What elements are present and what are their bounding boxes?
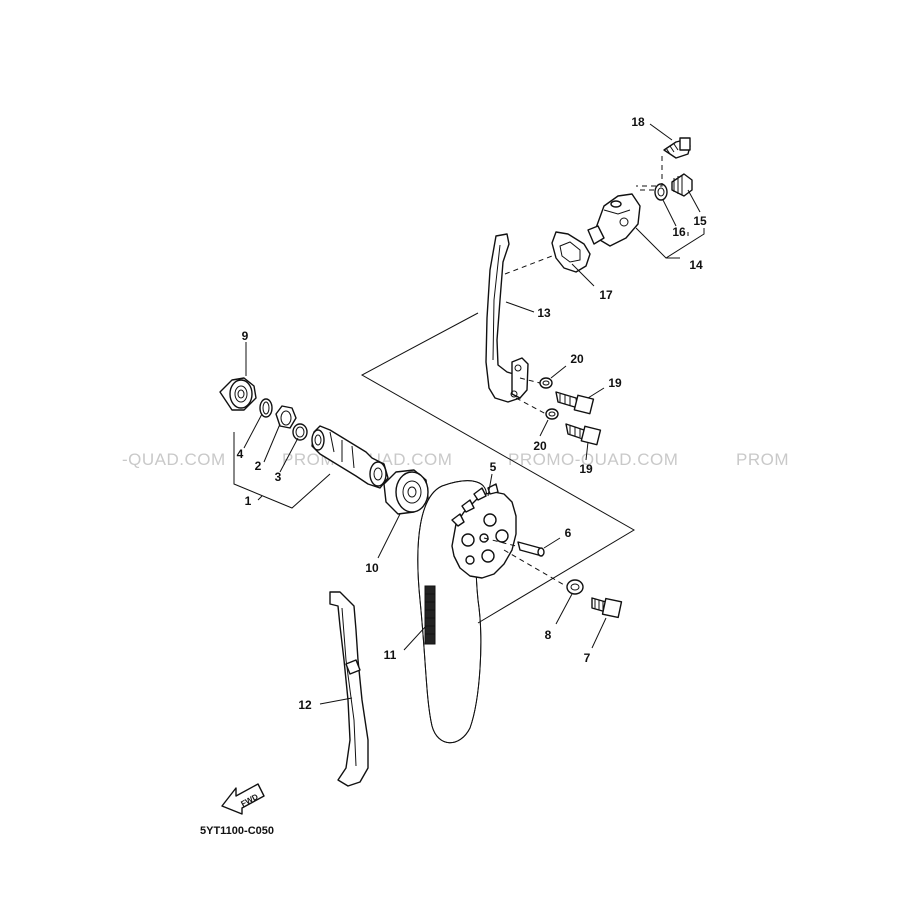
callout-1: 1 (245, 494, 252, 508)
callout-15: 15 (693, 214, 707, 228)
bracket-1 (233, 432, 331, 509)
leader-8 (555, 593, 573, 625)
centerline-8 (503, 549, 567, 587)
leader-12 (319, 697, 353, 705)
part-20-washer (545, 408, 559, 420)
leader-16 (662, 199, 677, 227)
leader-20a (550, 365, 567, 379)
callout-20-lower: 20 (533, 439, 547, 453)
callout-13: 13 (537, 306, 551, 320)
assembly-boundary (360, 312, 635, 624)
part-18-bolt (663, 137, 691, 159)
watermark: -QUAD.COM PROMO-QUAD.COM PROMO-QUAD.COM … (122, 450, 789, 469)
callout-5: 5 (490, 460, 497, 474)
part-5-cam-sprocket (451, 483, 517, 579)
leader-17 (571, 263, 595, 287)
callout-11: 11 (384, 648, 397, 662)
leader-19b (585, 441, 589, 461)
leader-7 (591, 617, 607, 649)
part-8-washer (566, 579, 584, 595)
leader-1 (257, 495, 263, 501)
centerline-6 (483, 537, 517, 547)
leader-5 (487, 473, 493, 497)
callout-19-lower: 19 (579, 462, 593, 476)
part-19-bolt (565, 423, 602, 446)
bracket-14 (635, 227, 705, 259)
part-16-washer (654, 183, 668, 201)
watermark-segment: PROMO-QUAD.COM (508, 450, 678, 469)
callout-4: 4 (237, 447, 244, 461)
leader-2 (263, 423, 281, 463)
centerline-18 (636, 156, 663, 187)
part-20-washer (539, 377, 553, 389)
leader-6 (543, 537, 561, 549)
callout-2: 2 (255, 459, 262, 473)
callout-20-upper: 20 (570, 352, 584, 366)
callout-10: 10 (365, 561, 379, 575)
part-2-bushing (275, 405, 297, 429)
callout-17: 17 (599, 288, 613, 302)
callout-7: 7 (584, 651, 591, 665)
leader-11 (403, 625, 427, 651)
fwd-arrow-icon: FWD (221, 783, 265, 815)
callout-9: 9 (242, 329, 249, 343)
callout-12: 12 (298, 698, 312, 712)
centerline-17 (504, 255, 553, 275)
leader-3 (279, 437, 299, 473)
leader-15 (687, 189, 701, 213)
part-17-gasket (551, 231, 591, 273)
callout-16: 16 (672, 225, 686, 239)
part-13-tensioner-guide (485, 233, 529, 403)
leader-13 (505, 301, 535, 313)
watermark-segment: -QUAD.COM (122, 450, 226, 469)
callout-19-upper: 19 (608, 376, 622, 390)
part-4-circlip (259, 398, 273, 418)
part-1-camshaft (311, 425, 389, 489)
part-15-bolt (671, 173, 693, 197)
leader-18 (649, 123, 673, 141)
centerline-20a (519, 377, 541, 384)
callout-8: 8 (545, 628, 552, 642)
leader-4 (243, 413, 263, 449)
part-3-o-ring (292, 423, 308, 441)
callout-labels: 1 2 3 4 5 6 7 8 9 10 11 12 13 14 15 16 1… (237, 115, 707, 712)
callout-14: 14 (689, 258, 703, 272)
callout-18: 18 (631, 115, 645, 129)
part-12-chain-guide (329, 591, 369, 787)
part-14-cam-chain-tensioner (587, 193, 641, 247)
diagram-code: 5YT1100-C050 (200, 825, 274, 837)
callout-6: 6 (565, 526, 572, 540)
part-7-bolt (591, 597, 623, 619)
leader-19a (587, 387, 605, 399)
watermark-segment: PROM (736, 450, 789, 469)
part-6-dowel-pin (517, 541, 545, 557)
part-10-bearing (383, 469, 429, 515)
leader-20b (539, 419, 549, 437)
part-19-bolt (555, 391, 595, 415)
leader-10 (377, 513, 401, 559)
part-9-bearing (219, 377, 257, 411)
callout-3: 3 (275, 470, 282, 484)
centerline-20b (515, 397, 547, 415)
